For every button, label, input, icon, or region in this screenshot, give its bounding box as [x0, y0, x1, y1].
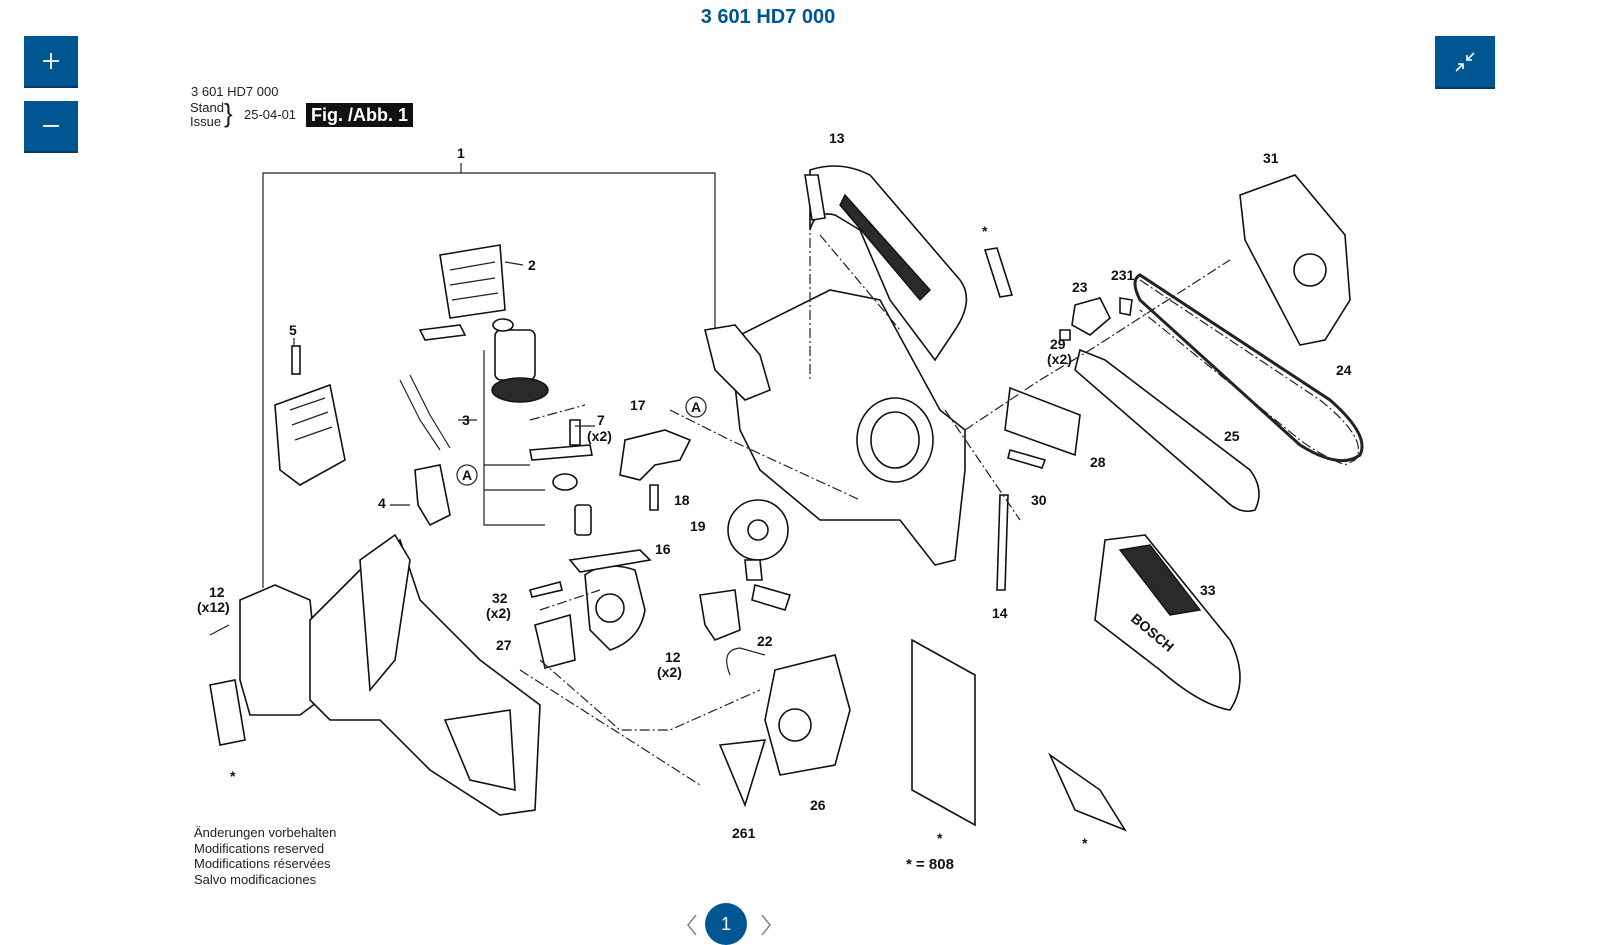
callout-29-qty: (x2) [1047, 351, 1072, 367]
callout-19: 19 [690, 518, 706, 534]
callout-30: 30 [1031, 492, 1047, 508]
chevron-right-icon [761, 914, 772, 936]
callout-28: 28 [1090, 454, 1106, 470]
star-legend: * = 808 [906, 856, 954, 873]
drawing-number: 3 601 HD7 000 [191, 84, 279, 99]
callout-12-left-qty: (x12) [197, 599, 230, 615]
callout-4: 4 [378, 495, 386, 511]
marker-a-right-text: A [691, 399, 701, 415]
callout-26: 26 [810, 797, 826, 813]
callout-25: 25 [1224, 428, 1240, 444]
callout-14: 14 [992, 605, 1008, 621]
callout-18: 18 [674, 492, 690, 508]
marker-a-left-text: A [462, 467, 472, 483]
exit-fullscreen-button[interactable] [1435, 36, 1495, 89]
stand-issue-label: Stand Issue [190, 101, 224, 129]
pagination: 1 [0, 903, 1536, 945]
callout-12-center: 12 [665, 649, 681, 665]
callout-17: 17 [630, 397, 646, 413]
page-button-current[interactable]: 1 [705, 903, 747, 945]
star-marker: * [230, 768, 236, 784]
callout-16: 16 [655, 541, 671, 557]
chevron-left-icon [686, 914, 697, 936]
callout-261: 261 [732, 825, 756, 841]
callout-31: 31 [1263, 150, 1279, 166]
page-title: 3 601 HD7 000 [700, 6, 836, 28]
callout-2: 2 [528, 257, 536, 273]
next-page-button[interactable] [758, 913, 774, 937]
callout-27: 27 [496, 637, 512, 653]
callout-29: 29 [1050, 336, 1066, 352]
issue-date: 25-04-01 [244, 107, 297, 122]
figure-label: Fig. /Abb. 1 [306, 103, 413, 127]
modifications-note: Änderungen vorbehalten Modifications res… [194, 825, 336, 887]
callout-22: 22 [757, 633, 773, 649]
minus-icon [43, 125, 59, 127]
footnote-line: Salvo modificaciones [194, 871, 317, 887]
callout-32: 32 [492, 590, 508, 606]
star-marker: * [1082, 835, 1088, 851]
plus-icon [43, 53, 59, 69]
callout-12-center-qty: (x2) [657, 664, 682, 680]
callout-12-left: 12 [209, 584, 225, 600]
callout-13: 13 [829, 130, 845, 146]
callout-3: 3 [462, 412, 470, 428]
footnote-line: Modifications reserved [194, 840, 325, 856]
issue-label: Issue [190, 114, 222, 129]
callout-23: 23 [1072, 279, 1088, 295]
zoom-out-button[interactable] [24, 101, 78, 153]
stand-label: Stand [190, 100, 224, 115]
exploded-parts-diagram: BOSCH 1 2 3 4 5 7 (x2) 12 (x12) 12 (x2) … [197, 130, 1364, 851]
footnote-line: Modifications réservées [194, 856, 331, 871]
callout-24: 24 [1336, 362, 1352, 378]
callout-1: 1 [457, 145, 465, 161]
callout-7-qty: (x2) [587, 428, 612, 444]
star-marker: * [937, 830, 943, 846]
collapse-icon [1455, 51, 1475, 72]
callout-32-qty: (x2) [486, 605, 511, 621]
callout-5: 5 [289, 322, 297, 338]
brace-glyph: } [224, 98, 233, 128]
callout-33: 33 [1200, 582, 1216, 598]
callout-7: 7 [597, 412, 605, 428]
callout-231: 231 [1111, 267, 1135, 283]
reference-marker-a-left [456, 464, 478, 486]
footnote-line: Änderungen vorbehalten [194, 825, 337, 840]
previous-page-button[interactable] [684, 913, 700, 937]
star-marker: * [982, 223, 988, 239]
zoom-in-button[interactable] [24, 36, 78, 88]
reference-marker-a-right [685, 396, 707, 418]
